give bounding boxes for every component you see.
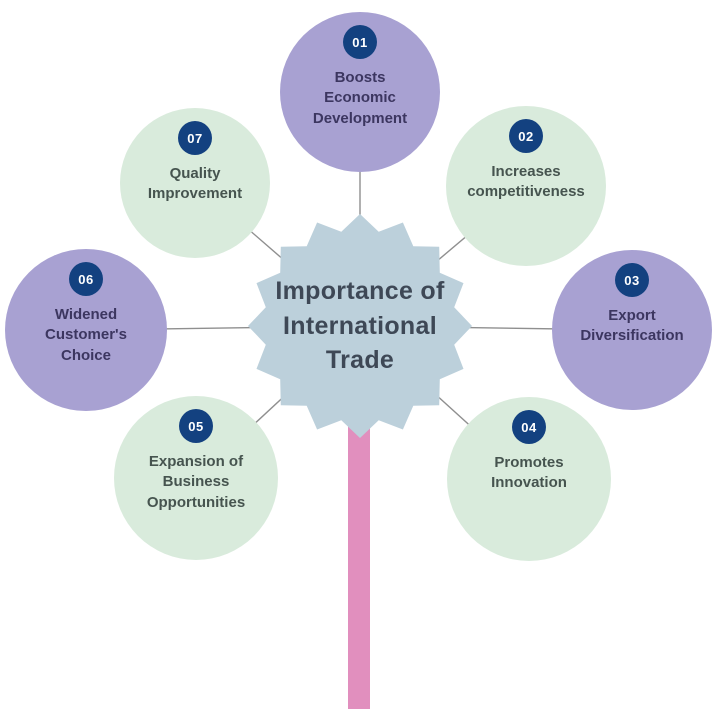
node-label: Expansion of Business Opportunities <box>146 453 246 511</box>
node-label: Quality Improvement <box>147 165 243 203</box>
diagram-title-line2: International <box>283 311 437 340</box>
node-quality-improvement: 07 Quality Improvement <box>120 108 270 258</box>
node-number-badge: 04 <box>512 410 546 444</box>
node-expansion-of-business-opportunities: 05 Expansion of Business Opportunities <box>114 396 278 560</box>
node-label: Promotes Innovation <box>491 454 567 492</box>
node-number-badge: 05 <box>179 409 213 443</box>
node-number-badge: 07 <box>178 121 212 155</box>
node-increases-competitiveness: 02 Increases competitiveness <box>446 106 606 266</box>
node-label: Increases competitiveness <box>467 163 585 201</box>
node-label: Export Diversification <box>580 307 684 345</box>
node-number-badge: 01 <box>343 25 377 59</box>
node-number-badge: 02 <box>509 119 543 153</box>
node-export-diversification: 03 Export Diversification <box>552 250 712 410</box>
node-boosts-economic-development: 01 Boosts Economic Development <box>280 12 440 172</box>
node-label: Boosts Economic Development <box>312 69 408 127</box>
diagram-title-line1: Importance of <box>275 277 445 305</box>
diagram-title-line3: Trade <box>325 346 395 374</box>
node-promotes-innovation: 04 Promotes Innovation <box>447 397 611 561</box>
node-widened-customers-choice: 06 Widened Customer's Choice <box>5 249 167 411</box>
node-label: Widened Customer's Choice <box>45 306 127 364</box>
node-number-badge: 03 <box>615 263 649 297</box>
node-number-badge: 06 <box>69 262 103 296</box>
diagram-title: Importance of International Trade <box>240 274 480 378</box>
